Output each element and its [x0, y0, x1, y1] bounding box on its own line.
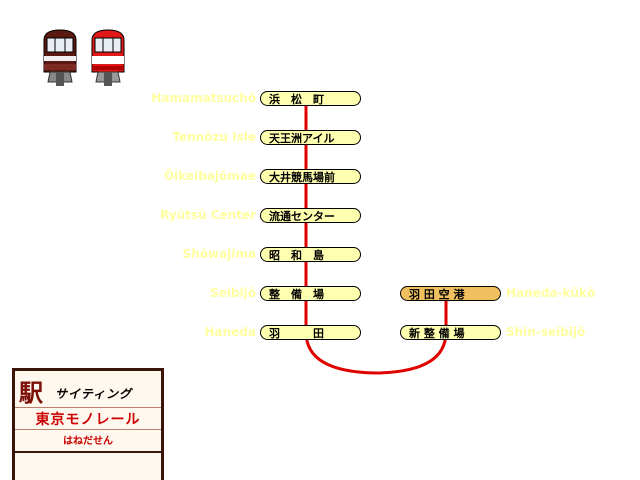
station-hamamatsucho[interactable]: 浜 松 町 — [260, 91, 361, 106]
sign-divider — [15, 407, 161, 408]
sign-kana-title: サイティング — [55, 387, 133, 401]
station-shin-seibijo-romaji: Shin-seibijō — [506, 325, 586, 339]
station-haneda[interactable]: 羽 田 — [260, 325, 361, 340]
station-hamamatsucho-romaji: Hamamatsuchō — [151, 91, 256, 105]
station-oikeibajomae[interactable]: 大井競馬場前 — [260, 169, 361, 184]
sign-header — [15, 371, 161, 405]
station-showajima[interactable]: 昭 和 島 — [260, 247, 361, 262]
sign-divider — [15, 429, 161, 430]
station-tennozu-isle-romaji: Tennōzu Isle — [172, 130, 256, 144]
station-sign-panel: 駅 サイティング 東京モノレール はねだせん — [12, 368, 164, 480]
station-haneda-romaji: Haneda — [204, 325, 256, 339]
station-haneda-kuko-romaji: Haneda-kūkō — [506, 286, 596, 300]
station-ryutsu-center-romaji: Ryūtsū Center — [160, 208, 256, 222]
monorail-train-red-icon[interactable] — [88, 28, 128, 86]
station-showajima-romaji: Shōwajima — [182, 247, 256, 261]
sign-line-name: 東京モノレール — [35, 412, 141, 428]
sign-subtitle: はねだせん — [63, 436, 113, 447]
station-oikeibajomae-romaji: Ōikeibajōmae — [163, 169, 256, 183]
station-tennozu-isle[interactable]: 天王洲アイル — [260, 130, 361, 145]
sign-divider — [15, 451, 161, 453]
loop-route-line — [304, 331, 448, 375]
station-shin-seibijo[interactable]: 新 整 備 場 — [400, 325, 501, 340]
station-haneda-kuko[interactable]: 羽 田 空 港 — [400, 286, 501, 301]
sign-eki-kanji: 駅 — [19, 378, 43, 407]
station-seibijo-romaji: Seibijō — [210, 286, 256, 300]
monorail-train-maroon-icon[interactable] — [40, 28, 80, 86]
station-ryutsu-center[interactable]: 流通センター — [260, 208, 361, 223]
station-seibijo[interactable]: 整 備 場 — [260, 286, 361, 301]
